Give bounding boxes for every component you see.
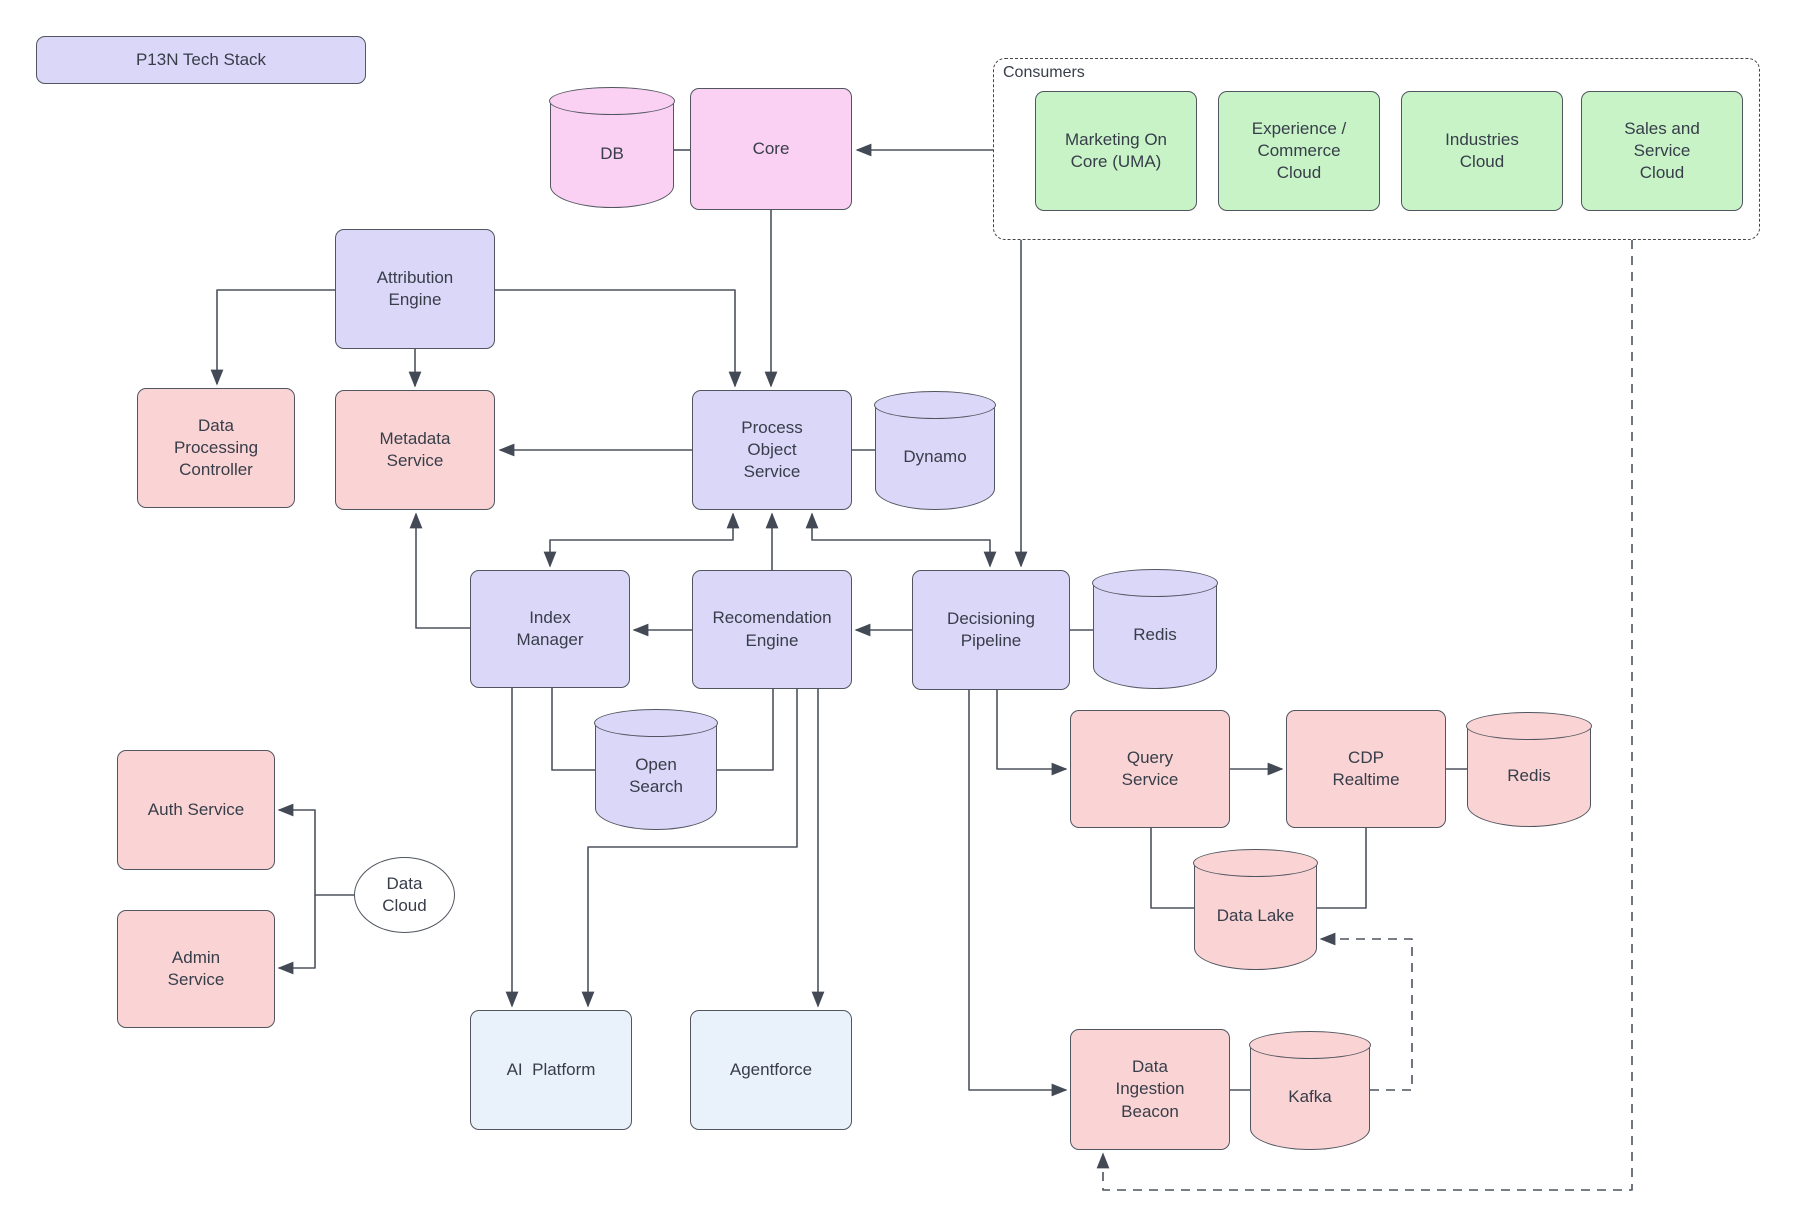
diagram-title: P13N Tech Stack xyxy=(135,49,267,69)
node-kafka-cylinder[interactable]: Kafka xyxy=(1249,1031,1371,1150)
node-open-search-cylinder[interactable]: Open Search xyxy=(594,709,718,830)
node-label: Query Service xyxy=(1121,747,1179,789)
node-ai-platform[interactable]: AI Platform xyxy=(470,1010,632,1130)
node-label: Recomendation Engine xyxy=(712,608,832,650)
node-label: Auth Service xyxy=(147,799,245,819)
node-admin-service[interactable]: Admin Service xyxy=(117,910,275,1028)
node-label: Industries Cloud xyxy=(1445,129,1519,171)
node-decisioning-pipeline[interactable]: Decisioning Pipeline xyxy=(912,570,1070,690)
node-experience-commerce-cloud[interactable]: Experience / Commerce Cloud xyxy=(1218,91,1380,211)
node-label: Attribution Engine xyxy=(376,267,454,309)
consumers-group[interactable]: Consumers Marketing On Core (UMA) Experi… xyxy=(993,58,1760,240)
node-data-lake-cylinder[interactable]: Data Lake xyxy=(1193,849,1318,970)
diagram-title-box[interactable]: P13N Tech Stack xyxy=(36,36,366,84)
node-redis-decisioning-cylinder[interactable]: Redis xyxy=(1092,569,1218,689)
node-data-ingestion-beacon[interactable]: Data Ingestion Beacon xyxy=(1070,1029,1230,1150)
node-label: Agentforce xyxy=(729,1059,813,1079)
node-db-cylinder[interactable]: DB xyxy=(549,87,675,208)
node-marketing-on-core[interactable]: Marketing On Core (UMA) xyxy=(1035,91,1197,211)
node-label: Core xyxy=(752,138,790,158)
node-label: Marketing On Core (UMA) xyxy=(1064,129,1168,171)
node-process-object-service[interactable]: Process Object Service xyxy=(692,390,852,510)
node-label: Index Manager xyxy=(516,607,584,649)
node-label: Dynamo xyxy=(903,446,967,466)
node-index-manager[interactable]: Index Manager xyxy=(470,570,630,688)
node-label: Open Search xyxy=(629,754,683,796)
node-label: Metadata Service xyxy=(379,428,451,470)
node-data-cloud[interactable]: Data Cloud xyxy=(354,857,455,933)
node-auth-service[interactable]: Auth Service xyxy=(117,750,275,870)
node-label: Admin Service xyxy=(167,947,225,989)
node-label: Decisioning Pipeline xyxy=(947,608,1035,650)
node-dynamo-cylinder[interactable]: Dynamo xyxy=(874,391,996,510)
node-label: CDP Realtime xyxy=(1332,747,1400,789)
node-label: Kafka xyxy=(1288,1086,1332,1106)
node-label: Experience / Commerce Cloud xyxy=(1251,118,1347,183)
node-label: Redis xyxy=(1507,765,1551,785)
node-label: Data Lake xyxy=(1216,905,1295,925)
node-cdp-realtime[interactable]: CDP Realtime xyxy=(1286,710,1446,828)
node-query-service[interactable]: Query Service xyxy=(1070,710,1230,828)
node-redis-cdp-cylinder[interactable]: Redis xyxy=(1466,712,1592,827)
node-attribution-engine[interactable]: Attribution Engine xyxy=(335,229,495,349)
node-label: Data Processing Controller xyxy=(173,415,259,480)
node-sales-service-cloud[interactable]: Sales and Service Cloud xyxy=(1581,91,1743,211)
node-metadata-service[interactable]: Metadata Service xyxy=(335,390,495,510)
node-label: DB xyxy=(600,143,624,163)
node-industries-cloud[interactable]: Industries Cloud xyxy=(1401,91,1563,211)
node-label: Sales and Service Cloud xyxy=(1624,118,1700,183)
node-label: AI Platform xyxy=(506,1059,596,1079)
consumers-group-label: Consumers xyxy=(1003,64,1085,81)
node-core[interactable]: Core xyxy=(690,88,852,210)
node-label: Data Ingestion Beacon xyxy=(1115,1057,1185,1121)
node-data-processing-controller[interactable]: Data Processing Controller xyxy=(137,388,295,508)
node-label: Redis xyxy=(1133,625,1177,645)
node-recommendation-engine[interactable]: Recomendation Engine xyxy=(692,570,852,689)
node-label: Process Object Service xyxy=(741,417,803,482)
node-agentforce[interactable]: Agentforce xyxy=(690,1010,852,1130)
node-label: Data Cloud xyxy=(382,873,427,915)
